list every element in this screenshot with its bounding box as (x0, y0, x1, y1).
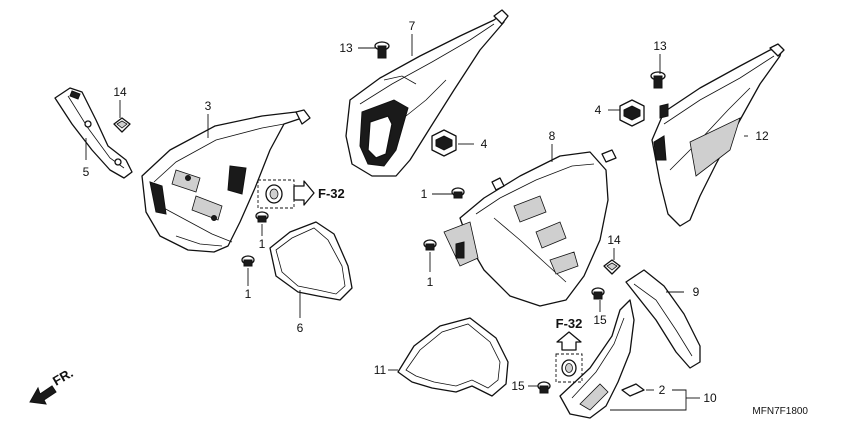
label-14-right: 14 (607, 233, 621, 247)
label-2: 2 (659, 383, 666, 397)
label-6: 6 (297, 321, 304, 335)
label-11: 11 (374, 363, 387, 377)
label-4-center: 4 (481, 137, 488, 151)
label-1-center-b: 1 (427, 275, 434, 289)
part-11-lower-gasket (397, 317, 509, 397)
label-5: 5 (83, 165, 90, 179)
leader-lines (85, 34, 748, 411)
ref-f32-right: F-32 (318, 186, 345, 201)
f32-grommet-dashed-up (555, 331, 583, 383)
label-13-left: 13 (339, 41, 353, 55)
part-15-screw-upper (591, 287, 605, 300)
part-6-left-gasket (269, 221, 353, 301)
front-direction-arrow (29, 385, 57, 405)
part-7-upper-cover (345, 9, 509, 177)
label-12: 12 (755, 129, 769, 143)
part-14-clip-right (603, 259, 621, 275)
part-3-left-side-cover (141, 109, 311, 253)
ref-f32-up: F-32 (556, 316, 583, 331)
label-10: 10 (703, 391, 717, 405)
part-1-bolt-center-a (451, 187, 465, 199)
part-4-grommet-center (431, 129, 457, 157)
part-5-trim-strip (54, 87, 133, 179)
part-15-screw-lower (537, 381, 551, 394)
part-13-bolt-right (650, 71, 666, 89)
part-14-clip-left (113, 117, 131, 133)
part-2-pad (621, 383, 645, 397)
label-8: 8 (549, 129, 556, 143)
label-14-left: 14 (113, 85, 127, 99)
label-15-upper: 15 (593, 313, 607, 327)
f32-grommet-dashed (257, 179, 315, 209)
label-1-left-b: 1 (245, 287, 252, 301)
label-4-right: 4 (595, 103, 602, 117)
part-8-center-cover (443, 149, 617, 307)
label-3: 3 (205, 99, 212, 113)
label-15-lower: 15 (511, 379, 525, 393)
label-9: 9 (693, 285, 700, 299)
label-1-left-a: 1 (259, 237, 266, 251)
part-10-lower-right-cover (559, 299, 635, 419)
direction-label: FR. (50, 365, 76, 388)
part-1-bolt-center-b (423, 239, 437, 251)
label-7: 7 (409, 19, 416, 33)
label-13-right: 13 (653, 39, 667, 53)
part-1-bolt-left-a (255, 211, 269, 223)
label-1-center-a: 1 (421, 187, 428, 201)
part-13-bolt-left (374, 41, 390, 59)
part-9-right-trim (625, 269, 701, 369)
part-1-bolt-left-b (241, 255, 255, 267)
diagram-code: MFN7F1800 (752, 406, 808, 417)
part-12-right-side-cover (651, 43, 785, 227)
part-4-grommet-right (619, 99, 645, 127)
